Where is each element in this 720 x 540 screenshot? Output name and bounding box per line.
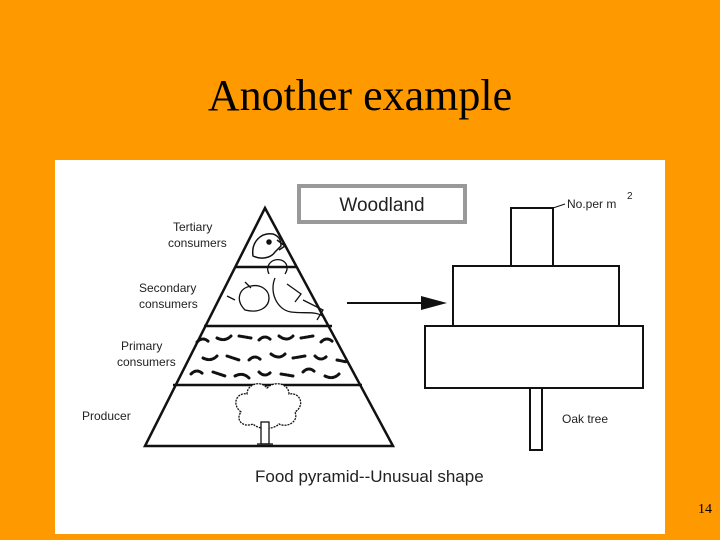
arrow-right-icon (347, 296, 447, 310)
number-pyramid-axis-superscript: 2 (627, 191, 633, 202)
slide-number: 14 (698, 502, 712, 517)
diagram-caption: Food pyramid--Unusual shape (255, 467, 484, 486)
primary-label-line2: consumers (117, 355, 176, 369)
tertiary-label-line2: consumers (168, 236, 227, 250)
number-pyramid-axis-label: No.per m (567, 197, 616, 211)
primary-label-line1: Primary (121, 339, 162, 353)
food-pyramid-diagram: Woodland (82, 184, 644, 486)
food-pyramid (142, 205, 396, 448)
secondary-label-line1: Secondary (139, 281, 196, 295)
oak-tree-label: Oak tree (562, 412, 608, 426)
tertiary-label-line1: Tertiary (173, 220, 212, 234)
oak-tree-icon (235, 383, 302, 445)
caterpillars-icon (189, 334, 349, 380)
small-birds-icon (226, 259, 326, 321)
producer-label: Producer (82, 409, 131, 423)
number-pyramid (424, 207, 644, 451)
bird-of-prey-icon (252, 233, 287, 259)
woodland-header: Woodland (339, 195, 424, 216)
diagram-panel: Woodland (55, 160, 665, 534)
axis-label-leader (552, 203, 566, 209)
slide-title: Another example (207, 71, 513, 120)
secondary-label-line2: consumers (139, 297, 198, 311)
woodland-header-box (297, 184, 467, 224)
